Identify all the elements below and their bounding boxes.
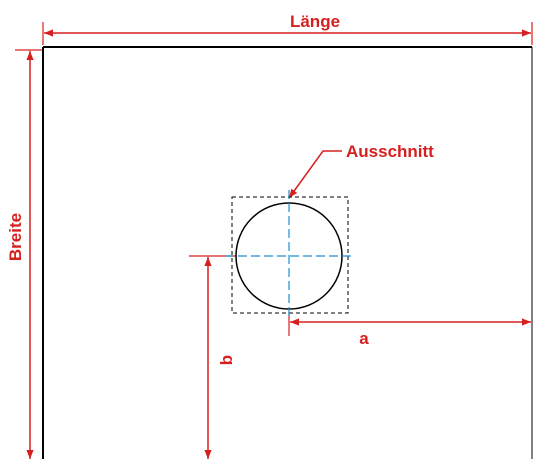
cutout-leader-line — [288, 150, 342, 199]
cutout-bounding-square — [231, 196, 349, 314]
dimension-lines — [26, 29, 531, 459]
width-label: Breite — [6, 213, 25, 261]
b-label: b — [217, 355, 236, 365]
cutout — [225, 190, 354, 318]
plate-outline — [42, 46, 533, 459]
labels: Länge Ausschnitt a Breite b — [6, 12, 434, 365]
a-label: a — [359, 329, 369, 348]
cutout-label: Ausschnitt — [346, 142, 434, 161]
extension-lines — [15, 22, 533, 336]
length-label: Länge — [290, 12, 340, 31]
